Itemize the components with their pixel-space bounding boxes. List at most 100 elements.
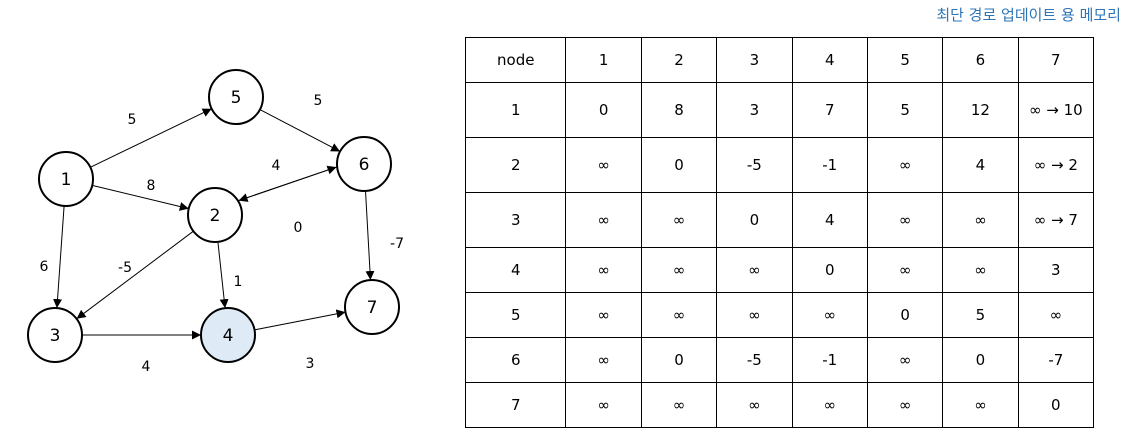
distance-cell: ∞ bbox=[791, 382, 868, 428]
distance-cell: ∞ bbox=[640, 192, 718, 248]
distance-cell: ∞ bbox=[565, 247, 642, 293]
distance-cell: ∞ bbox=[866, 337, 944, 383]
distance-cell: ∞ bbox=[866, 137, 944, 193]
edge-1-3 bbox=[53, 205, 65, 309]
row-node-cell: 6 bbox=[464, 337, 567, 383]
edge-1-5 bbox=[90, 108, 212, 168]
memory-caption: 최단 경로 업데이트 용 메모리 bbox=[936, 6, 1121, 24]
cell-value: -5 bbox=[746, 350, 762, 369]
graph-node-1: 1 bbox=[38, 151, 94, 207]
header-cell-6: 6 bbox=[942, 37, 1019, 83]
edge-weight-4-7: 3 bbox=[306, 356, 315, 372]
cell-value: ∞ bbox=[974, 210, 987, 229]
edge-6-7 bbox=[365, 190, 375, 281]
cell-value: -1 bbox=[822, 155, 838, 174]
cell-value: ∞ bbox=[672, 210, 686, 229]
cell-value: ∞ bbox=[597, 260, 610, 279]
cell-value: 3 bbox=[749, 100, 760, 119]
edge-6-2 bbox=[238, 166, 337, 202]
distance-cell: 0 bbox=[640, 337, 718, 383]
header-cell-1: 1 bbox=[565, 37, 642, 83]
cell-value: 2 bbox=[510, 155, 521, 174]
row-node-cell: 2 bbox=[464, 137, 567, 193]
cell-value: 0 bbox=[1051, 395, 1061, 414]
distance-cell: ∞ bbox=[716, 292, 793, 338]
cell-value: ∞ bbox=[748, 395, 761, 414]
graph-node-5: 5 bbox=[208, 69, 264, 125]
node-circle bbox=[208, 69, 264, 125]
edge-weight-3-4: 4 bbox=[142, 359, 151, 375]
cell-value: ∞ bbox=[597, 210, 610, 229]
distance-cell: ∞ → 10 bbox=[1017, 82, 1095, 138]
distance-cell: 0 bbox=[565, 82, 642, 138]
cell-value: ∞ bbox=[597, 395, 610, 414]
distance-cell: 0 bbox=[1017, 382, 1095, 428]
distance-cell: ∞ bbox=[565, 382, 642, 428]
graph-node-6: 6 bbox=[336, 136, 392, 192]
edge-5-6 bbox=[259, 109, 341, 152]
node-circle bbox=[344, 279, 400, 335]
distance-cell: ∞ bbox=[716, 247, 793, 293]
edge-weight-6-7: -7 bbox=[390, 236, 404, 252]
distance-cell: 0 bbox=[942, 337, 1019, 383]
distance-cell: ∞ bbox=[1017, 292, 1095, 338]
cell-value: ∞ → 2 bbox=[1033, 155, 1078, 174]
distance-cell: 5 bbox=[866, 82, 944, 138]
cell-value: 0 bbox=[674, 350, 684, 369]
distance-cell: -5 bbox=[716, 137, 793, 193]
node-label: 5 bbox=[231, 88, 242, 108]
cell-value: 0 bbox=[749, 210, 760, 229]
node-circle bbox=[336, 136, 392, 192]
distance-cell: 4 bbox=[942, 137, 1019, 193]
cell-value: 5 bbox=[510, 305, 521, 324]
cell-value: 7 bbox=[510, 395, 521, 414]
distance-cell: ∞ bbox=[565, 192, 642, 248]
edge-2-3 bbox=[76, 230, 194, 320]
distance-cell: 12 bbox=[942, 82, 1019, 138]
cell-value: 3 bbox=[1051, 260, 1061, 279]
distance-cell: ∞ bbox=[565, 137, 642, 193]
node-label: 7 bbox=[367, 298, 378, 318]
distance-cell: 0 bbox=[791, 247, 868, 293]
edge-2-4 bbox=[217, 241, 229, 309]
distance-cell: 7 bbox=[791, 82, 868, 138]
node-circle bbox=[187, 187, 243, 243]
distance-cell: ∞ bbox=[716, 382, 793, 428]
cell-value: 8 bbox=[674, 100, 684, 119]
distance-cell: 0 bbox=[716, 192, 793, 248]
edge-weight-1-3: 6 bbox=[40, 259, 49, 275]
distance-cell: -1 bbox=[791, 137, 868, 193]
distance-cell: ∞ bbox=[942, 247, 1019, 293]
node-circle bbox=[38, 151, 94, 207]
distance-cell: 8 bbox=[640, 82, 718, 138]
cell-value: ∞ bbox=[597, 305, 610, 324]
edge-4-7 bbox=[254, 309, 346, 331]
distance-cell: -7 bbox=[1017, 337, 1095, 383]
graph-node-4: 4 bbox=[200, 307, 256, 363]
distance-cell: 0 bbox=[866, 292, 944, 338]
cell-value: 6 bbox=[510, 350, 521, 369]
distance-cell: 5 bbox=[942, 292, 1019, 338]
edge-weight-2-6: 4 bbox=[272, 158, 281, 174]
edge-weight-2-4: 1 bbox=[234, 274, 243, 290]
cell-value: ∞ bbox=[672, 260, 686, 279]
distance-cell: 3 bbox=[1017, 247, 1095, 293]
cell-value: 7 bbox=[824, 100, 835, 119]
distance-cell: 3 bbox=[716, 82, 793, 138]
header-cell-4: 4 bbox=[791, 37, 868, 83]
cell-value: -5 bbox=[746, 155, 762, 174]
cell-value: ∞ → 7 bbox=[1033, 210, 1078, 229]
cell-value: ∞ bbox=[597, 155, 610, 174]
node-label: 2 bbox=[210, 206, 221, 226]
header-cell-7: 7 bbox=[1017, 37, 1095, 83]
cell-value: 0 bbox=[824, 260, 835, 279]
distance-cell: -5 bbox=[716, 337, 793, 383]
cell-value: 5 bbox=[900, 100, 910, 119]
cell-value: ∞ bbox=[823, 395, 836, 414]
node-label: 6 bbox=[359, 155, 370, 175]
row-node-cell: 3 bbox=[464, 192, 567, 248]
